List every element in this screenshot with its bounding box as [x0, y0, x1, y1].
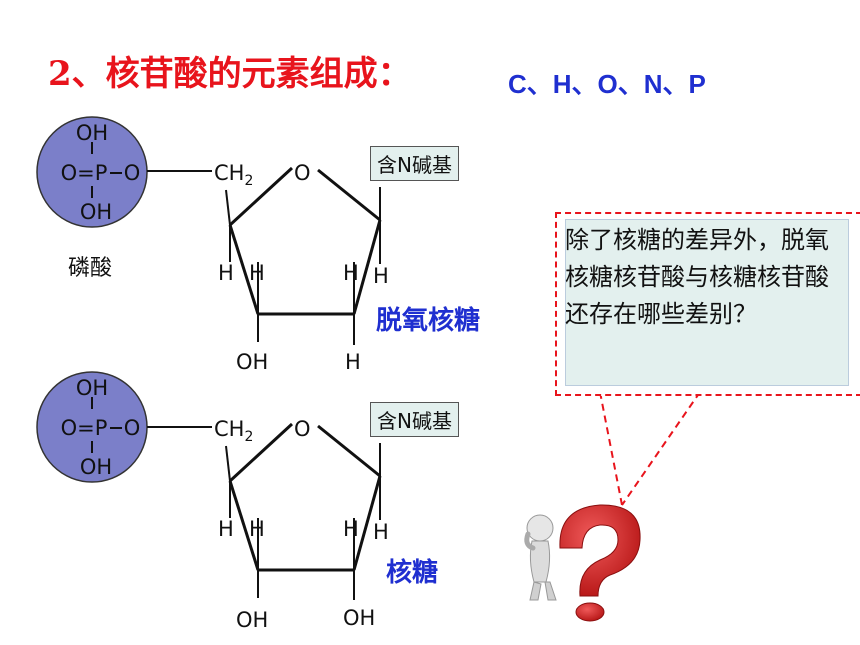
question-text: 除了核糖的差异外，脱氧核糖核苷酸与核糖核苷酸还存在哪些差别？ — [565, 226, 829, 328]
svg-text:H: H — [218, 261, 234, 285]
callout-pointer — [599, 391, 701, 506]
phosphate-o: O — [124, 161, 141, 185]
phosphate-oh-bottom: OH — [80, 455, 112, 479]
deoxyribonucleotide: OH O=P O OH CH2 O H H OH H — [36, 116, 389, 374]
svg-text:H: H — [218, 517, 234, 541]
question-callout-bg — [565, 219, 849, 386]
nitrogen-base-box: 含N碱基 — [370, 402, 459, 437]
ring-oxygen: O — [294, 161, 311, 185]
svg-text:H: H — [373, 264, 389, 288]
ribose-c3-oh: OH — [236, 608, 268, 632]
ch2-label: CH2 — [214, 417, 253, 445]
deoxyribose-c3-oh: OH — [236, 350, 268, 374]
deoxyribose-c2-h: H — [345, 350, 361, 374]
deoxyribose-label: 脱氧核糖 — [376, 306, 481, 336]
ch2-label: CH2 — [214, 161, 253, 189]
ring-oxygen: O — [294, 417, 311, 441]
ribonucleotide: OH O=P O OH CH2 O H H OH H OH H — [36, 371, 389, 632]
question-mark-icon — [559, 504, 641, 622]
svg-text:H: H — [343, 261, 359, 285]
svg-text:H: H — [249, 517, 265, 541]
svg-text:H: H — [249, 261, 265, 285]
thinking-figure-icon — [524, 514, 557, 601]
nitrogen-base-box: 含N碱基 — [370, 146, 459, 181]
phosphate-o: O — [124, 416, 141, 440]
phosphate-oh-top: OH — [76, 376, 108, 400]
page-title: 2、核苷酸的元素组成： — [48, 54, 412, 94]
phosphate-p: O=P — [61, 416, 108, 440]
phosphate-oh-bottom: OH — [80, 200, 112, 224]
ribose-c2-oh: OH — [343, 606, 375, 630]
phosphate-p: O=P — [61, 161, 108, 185]
svg-text:H: H — [373, 520, 389, 544]
phosphate-oh-top: OH — [76, 121, 108, 145]
phosphate-label: 磷酸 — [68, 256, 113, 281]
question-callout — [555, 212, 860, 396]
svg-text:H: H — [343, 517, 359, 541]
element-list: C、H、O、N、P — [508, 69, 706, 99]
ribose-label: 核糖 — [386, 558, 439, 588]
